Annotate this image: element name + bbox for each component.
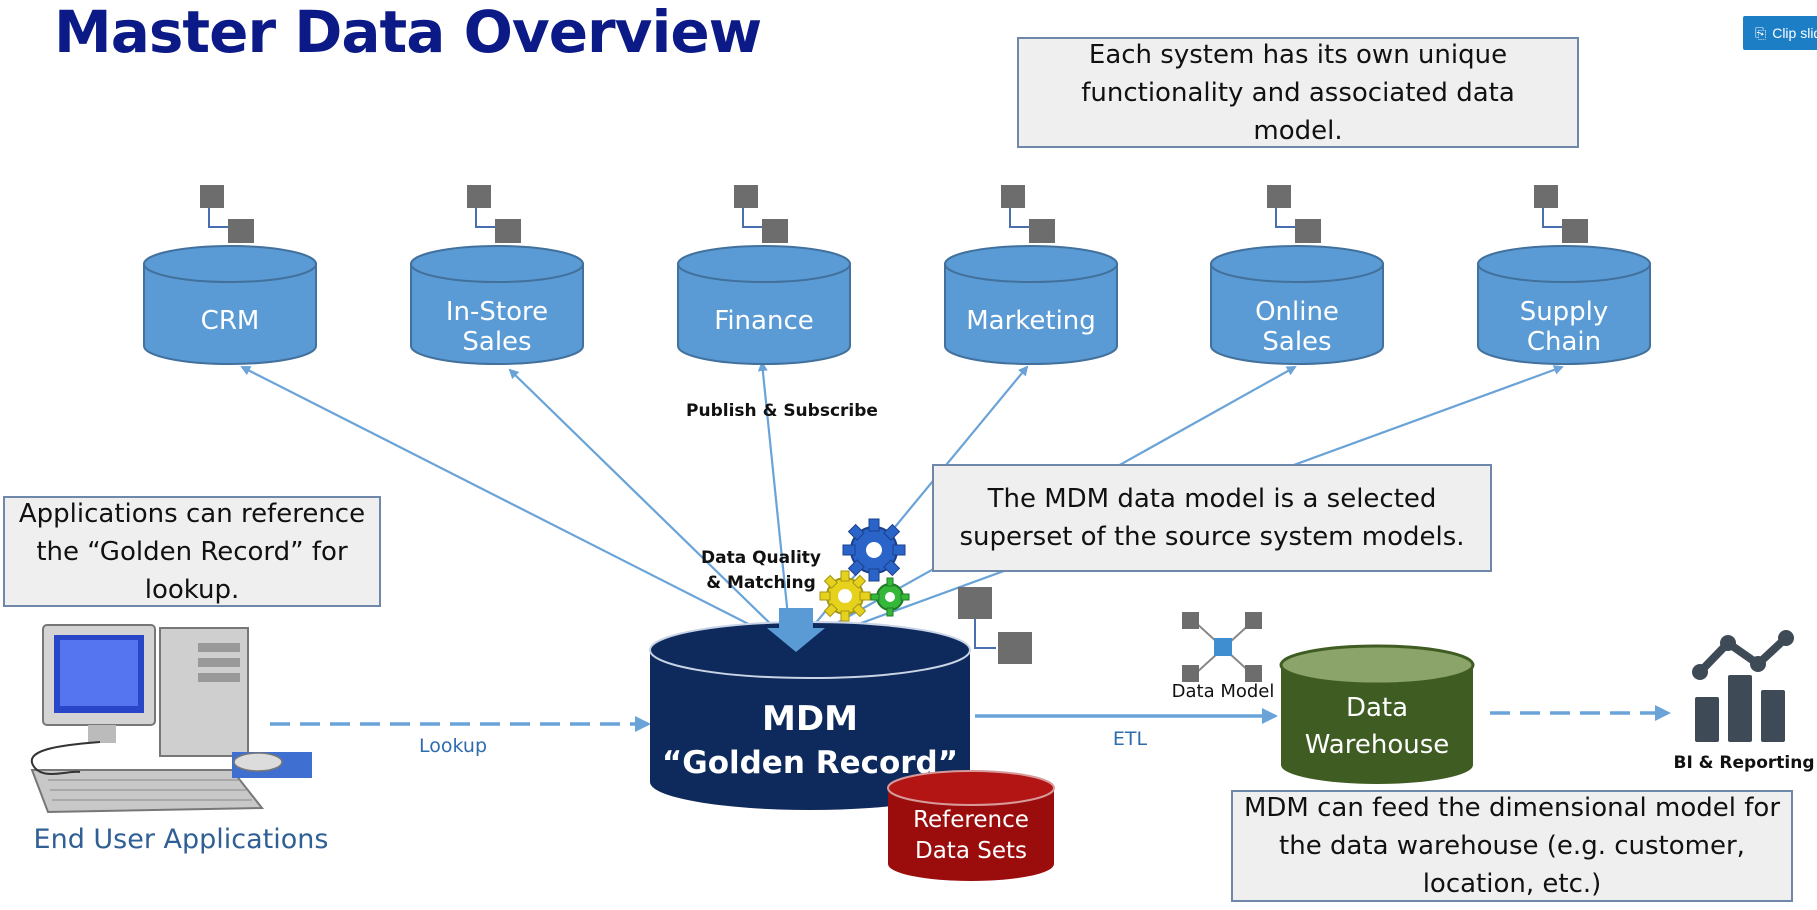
matching-arrow-icon xyxy=(767,608,825,652)
source-db-label-2: Sales xyxy=(462,327,531,357)
data-quality-label-2: & Matching xyxy=(706,573,816,593)
network-model-icon xyxy=(1182,612,1262,682)
mdm-database: MDM “Golden Record” xyxy=(649,621,971,810)
source-db-label-1: Finance xyxy=(714,306,813,336)
entity-model-icon xyxy=(1534,185,1588,243)
source-db-label-1: In-Store xyxy=(446,297,548,327)
reference-label-1: Reference xyxy=(913,807,1029,833)
data-model-icon xyxy=(958,587,1032,664)
gears-icon xyxy=(819,518,910,622)
entity-model-icon xyxy=(1001,185,1055,243)
publish-subscribe-label: Publish & Subscribe xyxy=(686,401,878,421)
source-db-label-2: Sales xyxy=(1262,327,1331,357)
clip-icon: ⎘ xyxy=(1755,25,1767,41)
entity-model-icon xyxy=(1267,185,1321,243)
source-db-label-1: CRM xyxy=(201,306,260,336)
data-quality-label-1: Data Quality xyxy=(701,548,821,568)
callout-golden-record-lookup: Applications can reference the “Golden R… xyxy=(3,496,381,607)
source-db-label-2: Chain xyxy=(1527,327,1601,357)
clip-slide-button[interactable]: ⎘ Clip slide xyxy=(1743,16,1817,50)
etl-label: ETL xyxy=(1113,728,1148,750)
source-db-label-1: Online xyxy=(1255,297,1339,327)
source-db-3: Finance xyxy=(677,185,851,365)
end-user-apps-label: End User Applications xyxy=(34,824,329,855)
arrow-to-in-store-sales xyxy=(508,368,786,639)
reference-label-2: Data Sets xyxy=(915,838,1027,864)
callout-dimensional-model: MDM can feed the dimensional model for t… xyxy=(1231,790,1793,902)
entity-model-icon xyxy=(734,185,788,243)
arrow-to-finance xyxy=(757,361,792,637)
source-db-label-1: Marketing xyxy=(966,306,1096,336)
data-warehouse-database: Data Warehouse xyxy=(1279,644,1475,784)
clip-button-label: Clip slide xyxy=(1772,25,1817,41)
callout-top-text: Each system has its own unique functiona… xyxy=(1081,39,1515,146)
entity-model-icon xyxy=(467,185,521,243)
bi-chart-icon xyxy=(1692,630,1794,742)
callout-system-functionality: Each system has its own unique functiona… xyxy=(1017,37,1579,148)
mdm-label-1: MDM xyxy=(762,699,858,739)
lookup-label: Lookup xyxy=(419,735,487,757)
bi-reporting-label: BI & Reporting xyxy=(1673,753,1814,773)
entity-model-icon xyxy=(200,185,254,243)
warehouse-label-2: Warehouse xyxy=(1305,730,1450,760)
reference-data-database: Reference Data Sets xyxy=(887,770,1055,881)
source-db-label-1: Supply xyxy=(1520,297,1609,327)
page-title: Master Data Overview xyxy=(54,0,762,66)
warehouse-label-1: Data xyxy=(1346,693,1408,723)
callout-left-text: Applications can reference the “Golden R… xyxy=(18,498,366,605)
arrow-to-crm xyxy=(240,366,781,641)
data-model-label: Data Model xyxy=(1172,681,1275,702)
source-db-1: CRM xyxy=(143,185,317,365)
source-db-4: Marketing xyxy=(944,185,1118,365)
mdm-label-2: “Golden Record” xyxy=(662,745,958,781)
callout-bottom-text: MDM can feed the dimensional model for t… xyxy=(1243,793,1781,899)
computer-icon xyxy=(30,624,312,814)
callout-mdm-superset: The MDM data model is a selected superse… xyxy=(932,464,1492,572)
callout-middle-text: The MDM data model is a selected superse… xyxy=(959,484,1465,552)
